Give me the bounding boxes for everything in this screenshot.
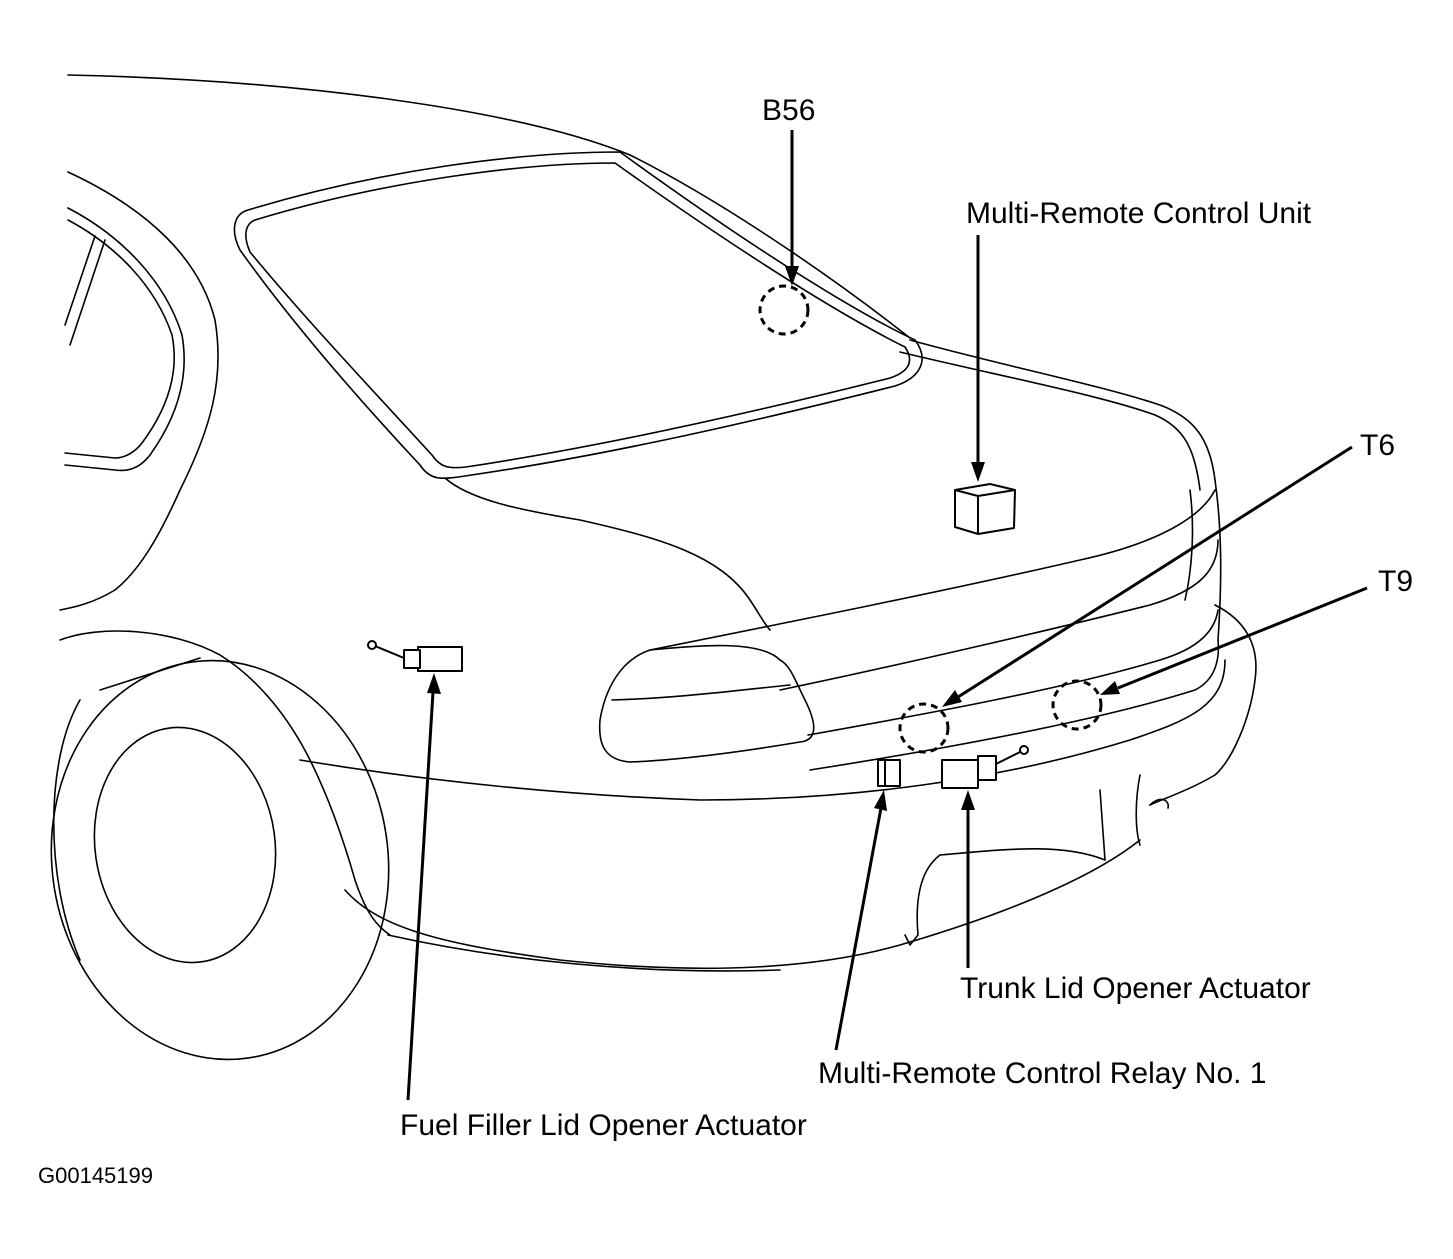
control-unit-arrowhead [971, 462, 985, 482]
fuel-filler-actuator-component [367, 640, 463, 672]
license-plate-bottom [939, 848, 1106, 861]
tire-tread-edge [53, 699, 81, 961]
trunk-side-line-2 [1184, 489, 1194, 601]
t6-arrowhead [942, 690, 962, 707]
rear-tire-inner [93, 726, 277, 964]
rear-window-outer [233, 151, 923, 480]
trunk-crease-1 [649, 489, 1216, 651]
label-multi-remote-control-unit: Multi-Remote Control Unit [966, 197, 1312, 230]
c-pillar [59, 171, 219, 611]
tail-light-divider [611, 684, 791, 701]
rear-window-inner [245, 162, 911, 469]
quarter-glass-inner [64, 219, 175, 459]
rear-bumper-right [1149, 604, 1257, 806]
rear-bumper-lower [344, 839, 1141, 970]
quarter-glass-divider-2 [64, 235, 96, 326]
trunk-actuator-arrowhead [961, 790, 975, 810]
label-multi-remote-control-relay-no1: Multi-Remote Control Relay No. 1 [818, 1057, 1267, 1090]
rear-bumper-top [299, 659, 1226, 801]
t9-leader-line [1117, 586, 1368, 690]
b56-location-marker [758, 284, 810, 336]
quarter-glass-divider [69, 239, 106, 346]
trunk-bottom-edge [809, 639, 1220, 771]
trunk-lid-edge [909, 339, 1216, 481]
multi-remote-control-unit-component [954, 483, 1016, 535]
lower-body-line [387, 934, 781, 972]
t6-leader-line [957, 445, 1353, 699]
license-plate-recess [904, 854, 941, 946]
label-trunk-lid-opener-actuator: Trunk Lid Opener Actuator [960, 972, 1311, 1005]
label-b56: B56 [762, 94, 815, 127]
trunk-actuator-component [941, 745, 1029, 789]
relay-leader-line [834, 807, 883, 1051]
trunk-crease-2 [779, 539, 1219, 691]
trunk-lid-edge-inner [899, 351, 1201, 491]
trunk-side-line [1214, 479, 1222, 641]
bumper-notch-2 [1149, 798, 1170, 809]
label-t6: T6 [1360, 429, 1395, 462]
fender-upper [59, 630, 391, 936]
figure-id: G00145199 [38, 1163, 153, 1188]
license-plate-right [1099, 789, 1106, 861]
label-fuel-filler-lid-opener-actuator: Fuel Filler Lid Opener Actuator [400, 1109, 807, 1142]
label-t9: T9 [1378, 565, 1413, 598]
roof-line [67, 74, 911, 339]
fuel-filler-leader-line [406, 691, 435, 1101]
relay-arrowhead [874, 790, 887, 811]
relay-no1-component [877, 759, 901, 787]
bumper-notch [1135, 774, 1141, 846]
trunk-deck-line [444, 477, 771, 631]
car-rear-outline [50, 74, 1257, 1061]
t9-arrowhead [1100, 681, 1120, 695]
trunk-crease-3 [807, 609, 1219, 736]
rear-tire-outer [50, 659, 390, 1061]
tail-light [598, 644, 815, 763]
t9-location-marker [1051, 679, 1103, 731]
t6-location-marker [898, 702, 950, 754]
b56-arrowhead [785, 266, 799, 286]
fuel-filler-arrowhead [427, 673, 441, 694]
quarter-glass-outer [64, 207, 185, 472]
